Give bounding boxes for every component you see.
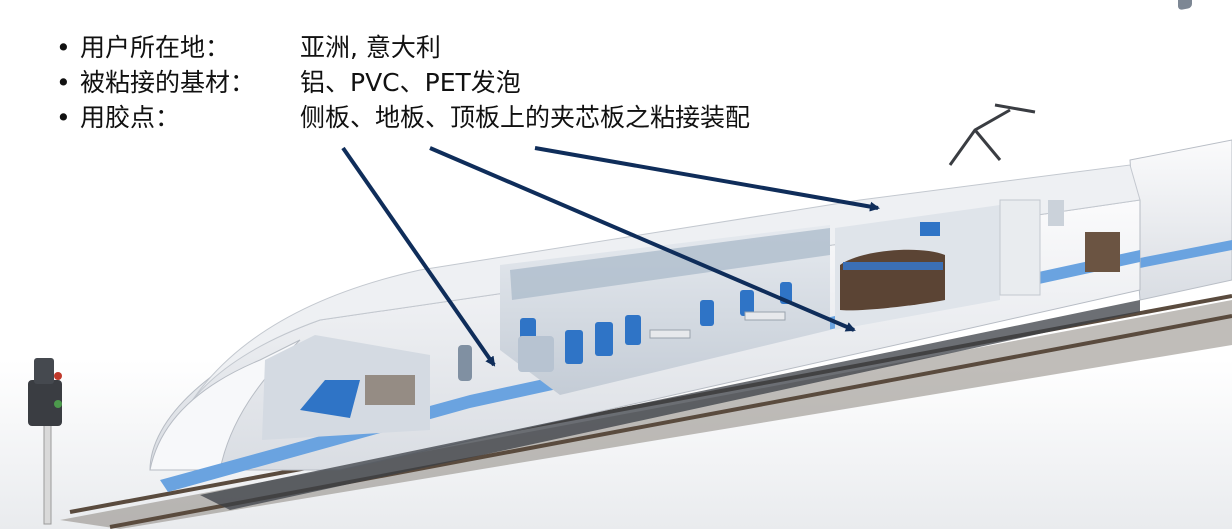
passenger-interior <box>500 225 830 395</box>
bullet-value: 亚洲, 意大利 <box>300 33 441 62</box>
pantograph <box>948 103 1036 166</box>
vestibule <box>999 199 1120 296</box>
bullet-value: 铝、PVC、PET发泡 <box>300 68 521 97</box>
bullet-dot: • <box>56 68 71 97</box>
bistro-section <box>835 205 1000 330</box>
bullet-label: 被粘接的基材： <box>80 68 256 97</box>
bullet-label: 用胶点： <box>80 103 181 132</box>
arrow-roof-panel <box>534 146 880 212</box>
bullet-label: 用户所在地： <box>80 33 231 62</box>
arrow-floor-panel <box>429 146 856 332</box>
driver-cab <box>262 335 430 440</box>
side-window <box>518 336 554 372</box>
bullet-dot: • <box>56 103 71 132</box>
bullet-value: 侧板、地板、顶板上的夹芯板之粘接装配 <box>300 103 751 132</box>
side-window <box>458 345 472 381</box>
railway-signal <box>28 358 62 525</box>
arrow-side-panel <box>341 146 496 367</box>
bullet-dot: • <box>56 33 71 62</box>
